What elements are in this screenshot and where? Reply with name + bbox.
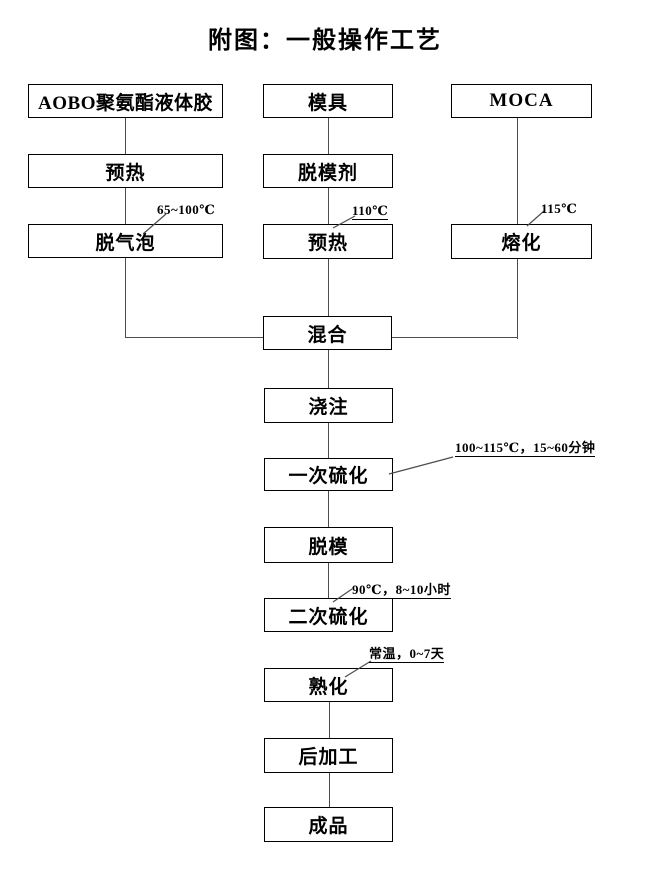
- connector-degas-junction: [125, 258, 126, 338]
- node-release-agent: 脱模剂: [263, 154, 393, 188]
- annotation-aging: 常温，0~7天: [369, 646, 445, 663]
- node-aging: 熟化: [264, 668, 393, 702]
- node-preheat-left: 预热: [28, 154, 223, 188]
- annotation-melt-temp: 115℃: [541, 201, 578, 216]
- connector-material-preheat: [125, 118, 126, 154]
- connector-right-into-mix: [392, 337, 518, 338]
- connector-firstcure-demold: [328, 491, 329, 527]
- connector-preheat-degas: [125, 188, 126, 224]
- node-first-cure: 一次硫化: [264, 458, 393, 491]
- node-degas: 脱气泡: [28, 224, 223, 258]
- node-finished: 成品: [264, 807, 393, 842]
- node-preheat-mid: 预热: [263, 224, 393, 259]
- annotation-degas-temp: 65~100℃: [157, 202, 216, 217]
- connector-preheat-mix: [328, 259, 329, 316]
- connector-aging-postprocess: [329, 702, 330, 738]
- node-melt: 熔化: [451, 224, 592, 259]
- connector-left-into-mix: [125, 337, 264, 338]
- node-demold: 脱模: [264, 527, 393, 563]
- connector-melt-junction: [517, 259, 518, 339]
- connector-mold-release: [328, 118, 329, 154]
- connector-pour-firstcure: [328, 423, 329, 458]
- node-pour: 浇注: [264, 388, 393, 423]
- node-material: AOBO聚氨酯液体胶: [28, 84, 223, 118]
- annotation-first-cure: 100~115℃，15~60分钟: [455, 440, 596, 457]
- node-second-cure: 二次硫化: [264, 598, 393, 632]
- annotation-preheat-mid-temp: 110℃: [352, 203, 389, 220]
- diagram-title: 附图：一般操作工艺: [208, 28, 442, 54]
- node-mold: 模具: [263, 84, 393, 118]
- node-moca: MOCA: [451, 84, 592, 118]
- node-post-process: 后加工: [264, 738, 393, 773]
- leader-first-cure: [388, 456, 454, 475]
- connector-postprocess-finished: [329, 773, 330, 807]
- connector-mix-pour: [328, 350, 329, 388]
- connector-demold-secondcure: [328, 563, 329, 598]
- connector-release-preheat: [328, 188, 329, 224]
- connector-moca-melt: [517, 118, 518, 224]
- node-mix: 混合: [263, 316, 392, 350]
- annotation-second-cure: 90℃，8~10小时: [352, 582, 451, 599]
